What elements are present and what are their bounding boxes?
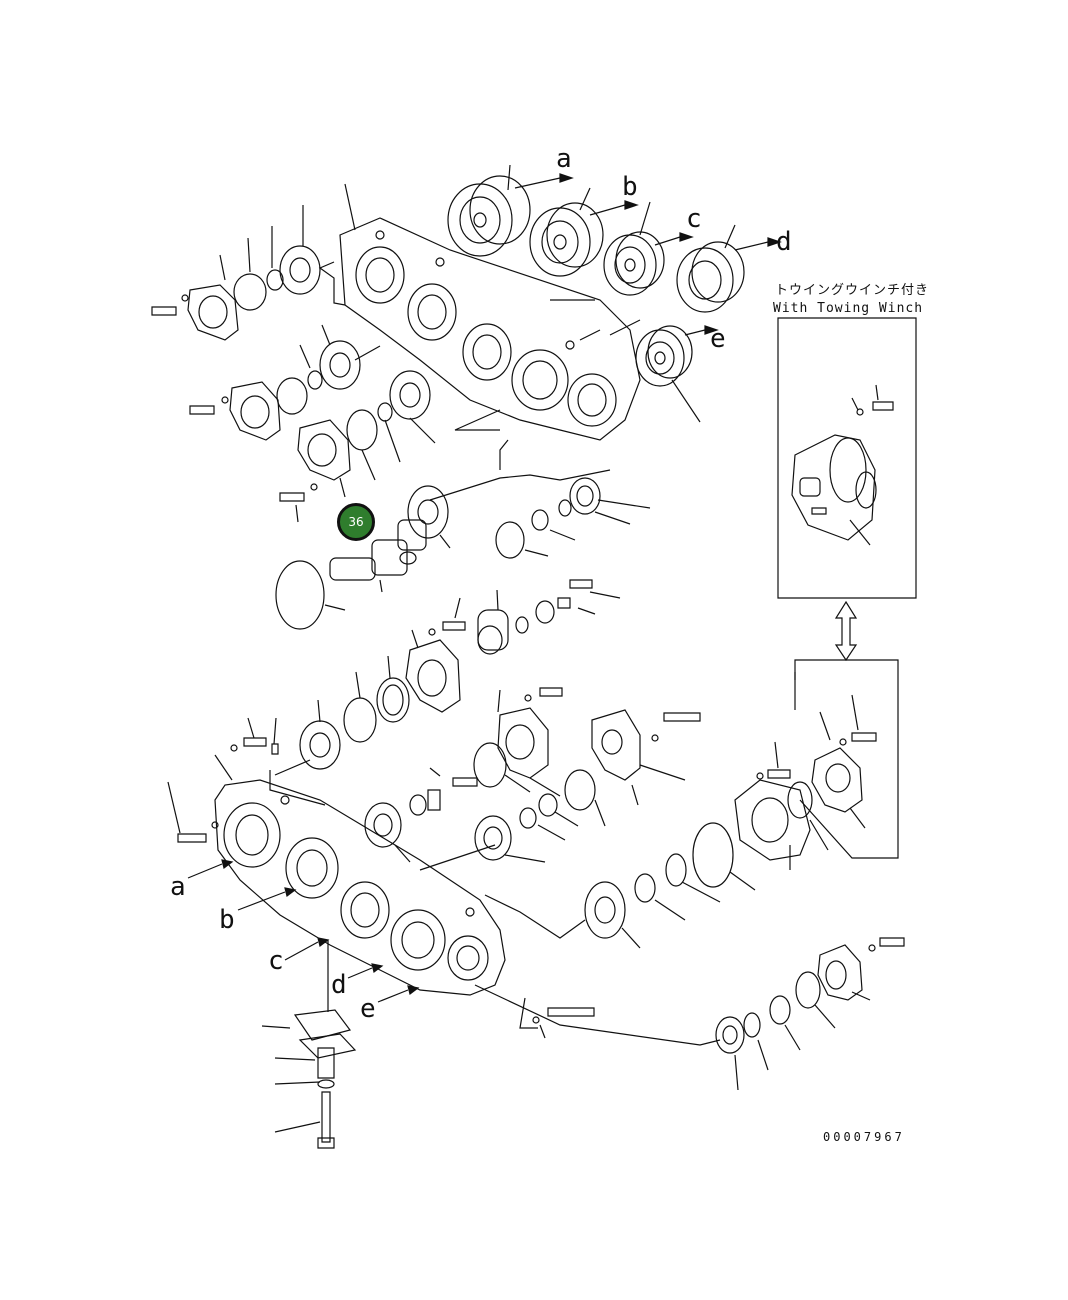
label-e-bottom: e [360, 994, 376, 1024]
upper-leader-lines [320, 262, 640, 500]
lower-housing [168, 755, 505, 995]
drawing-number: 00007967 [823, 1130, 905, 1144]
label-d-top: d [776, 227, 792, 257]
input-shaft [276, 486, 450, 629]
inset-title-jp: トウイングウインチ付き [775, 283, 930, 298]
gear-e [636, 326, 717, 422]
lower-parts [231, 630, 904, 1148]
towing-winch-parts [735, 660, 898, 870]
label-a-top: a [556, 144, 572, 174]
label-d-bottom: d [331, 970, 347, 1000]
center-right-parts [429, 478, 650, 654]
upper-left-parts [152, 205, 435, 522]
inset-title-en: With Towing Winch [773, 301, 924, 316]
label-c-top: c [686, 204, 702, 234]
upper-housing [340, 184, 640, 440]
double-arrow [836, 602, 856, 660]
label-b-bottom: b [219, 905, 235, 935]
lower-arrows [188, 860, 418, 1002]
label-a-bottom: a [170, 872, 186, 902]
gear-a [448, 165, 572, 256]
gear-b [530, 188, 637, 276]
label-e-top: e [710, 324, 726, 354]
towing-winch-inset [778, 318, 916, 598]
label-b-top: b [622, 172, 638, 202]
gear-d [677, 225, 780, 312]
gear-c [604, 202, 692, 295]
label-c-bottom: c [268, 946, 284, 976]
part-callout-36[interactable]: 36 [337, 503, 375, 541]
